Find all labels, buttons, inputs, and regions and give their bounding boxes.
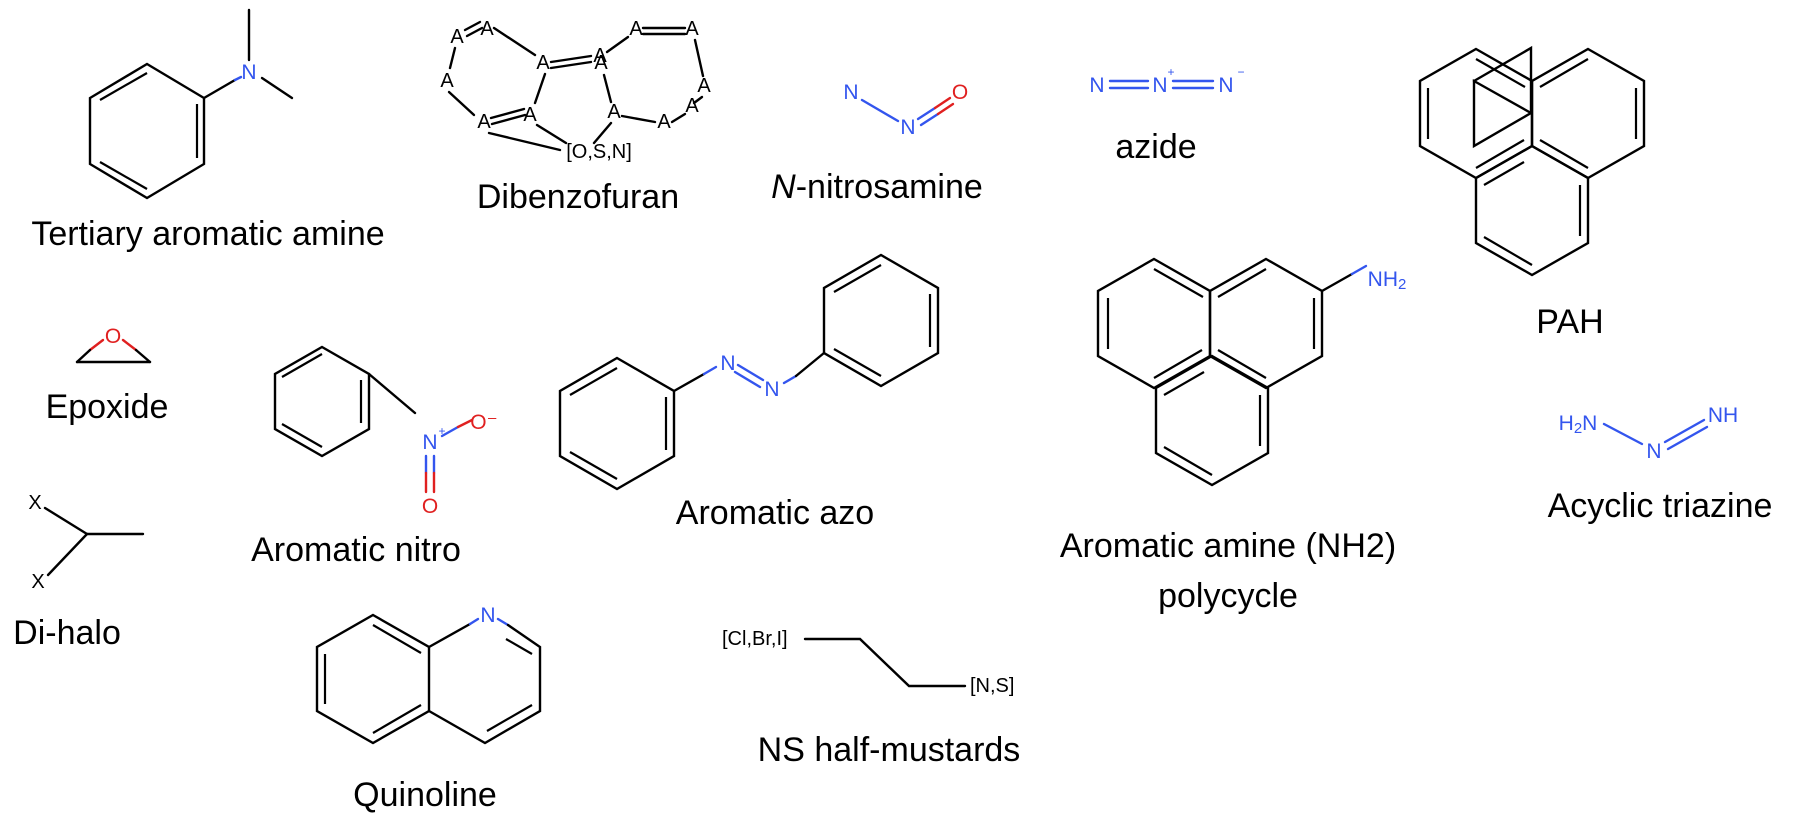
halogen-x: X	[28, 492, 41, 514]
label-di-halo: Di-halo	[13, 614, 121, 652]
aromatic-atom: A	[523, 104, 537, 126]
halogen-group: [Cl,Br,I]	[722, 628, 788, 650]
label-aromatic-amine-line1: Aromatic amine (NH2)	[1060, 527, 1396, 565]
nitrogen-sulfur-group: [N,S]	[970, 675, 1014, 697]
aromatic-atom: A	[607, 101, 621, 123]
aromatic-atom: A	[536, 52, 550, 74]
nitrogen-atom: N	[720, 352, 735, 375]
oxygen-atom: O	[422, 495, 438, 518]
pah-rings	[1418, 47, 1646, 277]
aromatic-atom: A	[593, 45, 607, 67]
label-n-nitrosamine-rest: -nitrosamine	[796, 168, 983, 206]
oxide-anion: O⁻	[470, 411, 497, 434]
label-epoxide: Epoxide	[46, 388, 169, 426]
label-n-nitrosamine-italic-n: N	[771, 168, 796, 206]
label-n-nitrosamine: N-nitrosamine	[771, 168, 983, 206]
acyclic-triazine-structure: H2N N NH	[1559, 404, 1739, 463]
heteroatom-ring-member: [O,S,N]	[566, 141, 632, 163]
nitrobenzene: N + O⁻ O	[273, 345, 498, 518]
label-aromatic-azo: Aromatic azo	[676, 494, 874, 532]
label-acyclic-triazine: Acyclic triazine	[1548, 487, 1773, 525]
azide-structure: N N + N −	[1089, 65, 1244, 97]
nitrogen-atom: N	[480, 604, 495, 627]
aromatic-atom: A	[629, 18, 643, 40]
aromatic-atom: A	[440, 70, 454, 92]
positive-charge: +	[438, 424, 445, 438]
tertiary-aromatic-amine-structure: N	[88, 8, 294, 200]
label-azide: azide	[1115, 128, 1196, 166]
negative-charge: −	[1237, 65, 1244, 79]
nitrogen-atom: N	[422, 431, 437, 454]
aromatic-azo-structure: N N	[558, 253, 940, 491]
dibenzofuran-structure: A A A A A A A A A A A A A A [O,S,N	[440, 18, 711, 163]
nitrogen-atom: N	[241, 61, 256, 84]
imine-group: NH	[1708, 404, 1738, 427]
aromatic-atom: A	[480, 18, 494, 40]
n-nitrosamine-structure: N N O	[843, 81, 968, 139]
label-aromatic-amine-line2: polycycle	[1158, 577, 1298, 615]
nitrogen-atom: N	[1152, 74, 1167, 97]
oxygen-atom: O	[952, 81, 968, 104]
nitrogen-atom: N	[1218, 74, 1233, 97]
di-halo-structure: X X	[28, 492, 145, 593]
aromatic-atom: A	[450, 26, 464, 48]
label-aromatic-nitro: Aromatic nitro	[251, 531, 461, 569]
label-ns-half-mustards: NS half-mustards	[758, 731, 1021, 769]
ns-half-mustard-structure: [Cl,Br,I] [N,S]	[722, 628, 1014, 697]
aromatic-atom: A	[594, 52, 608, 74]
amine-group: NH2	[1368, 268, 1407, 293]
aromatic-atom: A	[477, 111, 491, 133]
nitrogen-atom: N	[1646, 440, 1661, 463]
oxygen-atom: O	[105, 325, 121, 348]
positive-charge: +	[1167, 65, 1174, 79]
label-pah: PAH	[1536, 303, 1603, 341]
nitrogen-atom: N	[843, 81, 858, 104]
aromatic-atom: A	[685, 95, 699, 117]
aminophenalene-structure: NH2	[1096, 257, 1407, 487]
aromatic-atom: A	[685, 18, 699, 40]
nitrogen-atom: N	[1089, 74, 1104, 97]
aromatic-atom: A	[697, 75, 711, 97]
quinoline-structure: N	[315, 604, 542, 745]
label-quinoline: Quinoline	[353, 776, 497, 814]
epoxide-structure: O	[75, 325, 152, 364]
aromatic-atom: A	[657, 111, 671, 133]
label-dibenzofuran: Dibenzofuran	[477, 178, 679, 216]
label-tertiary-aromatic-amine: Tertiary aromatic amine	[31, 215, 384, 253]
amino-group: H2N	[1559, 412, 1598, 437]
nitrogen-atom: N	[900, 116, 915, 139]
halogen-x: X	[31, 571, 44, 593]
nitrogen-atom: N	[764, 378, 779, 401]
